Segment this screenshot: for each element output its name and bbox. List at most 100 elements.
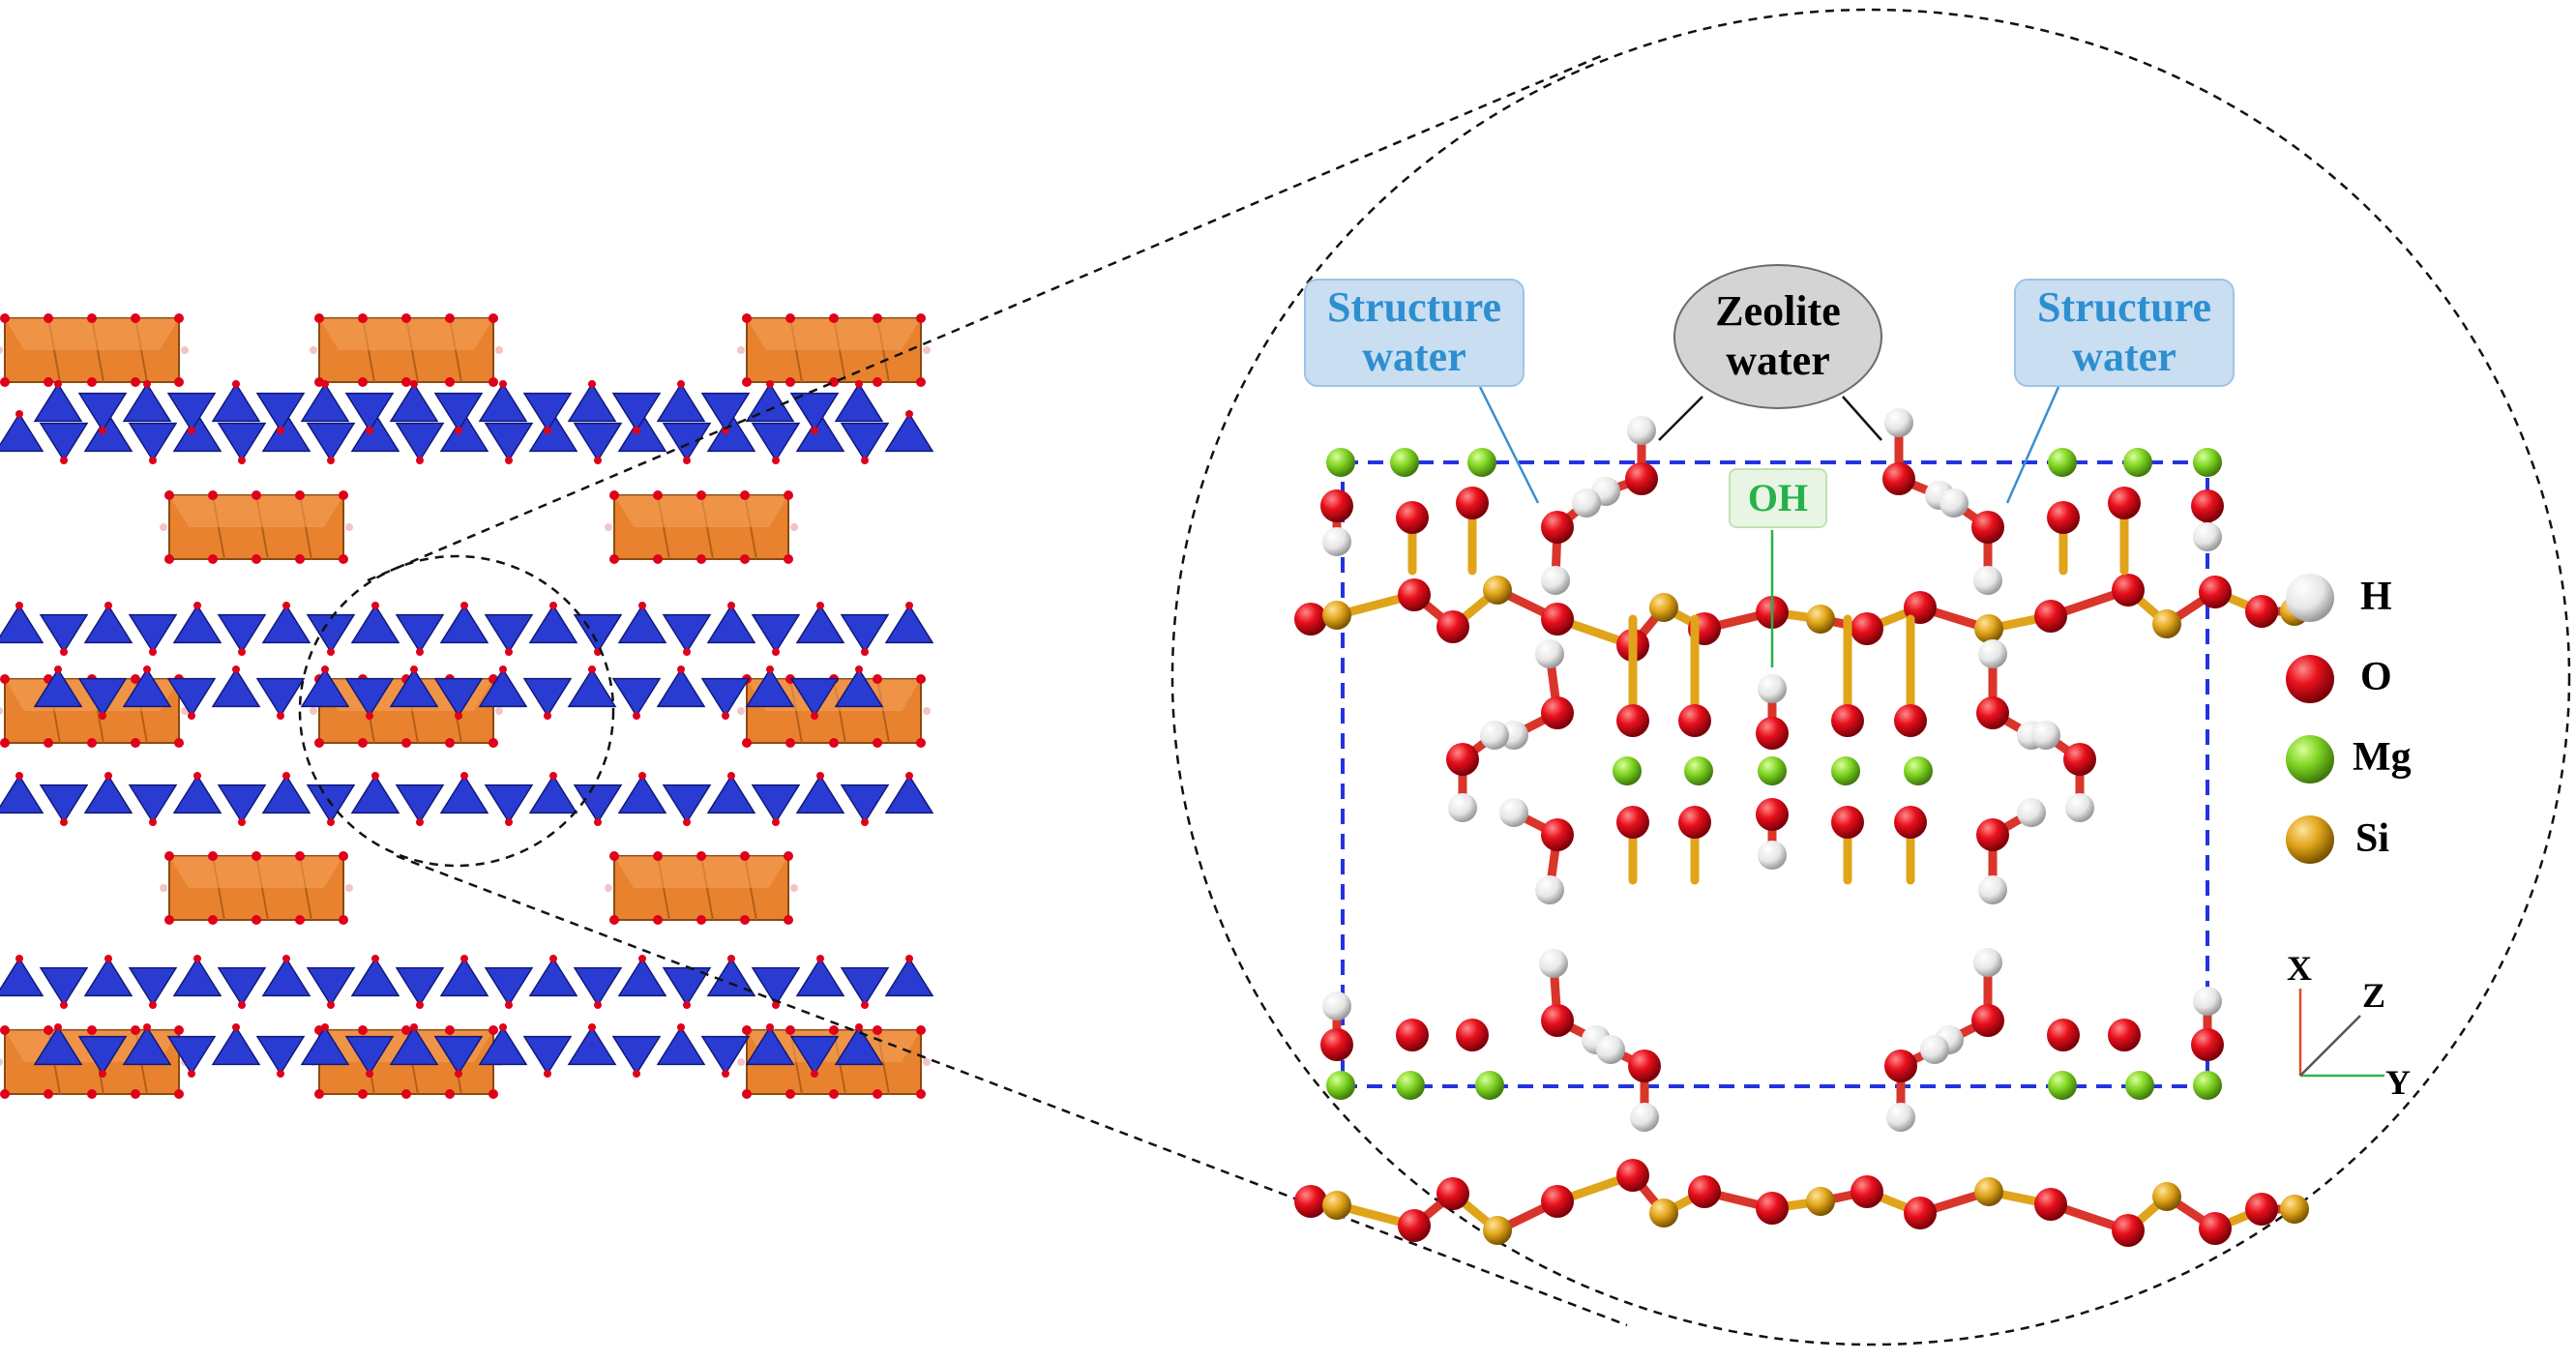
- oxygen-atom: [314, 738, 324, 748]
- hydrogen-atom: [1480, 721, 1509, 750]
- hydrogen-atom: [310, 707, 317, 715]
- oxygen-atom: [366, 427, 373, 434]
- oxygen-atom: [1541, 818, 1574, 851]
- oxygen-atom: [99, 1070, 106, 1078]
- oxygen-atom: [1971, 511, 2004, 544]
- legend-label-h: H: [2360, 575, 2392, 619]
- oxygen-atom: [208, 490, 218, 500]
- oxygen-atom: [339, 490, 348, 500]
- axis-triad: [2298, 989, 2384, 1078]
- oxygen-atom: [2108, 1019, 2141, 1051]
- oxygen-atom: [1456, 1019, 1489, 1051]
- tetrahedron: [261, 774, 311, 814]
- tetrahedron: [884, 412, 934, 453]
- oxygen-atom: [2199, 1212, 2232, 1245]
- oxygen-atom: [174, 738, 184, 748]
- tetrahedron: [795, 412, 845, 453]
- tetrahedron: [528, 604, 578, 644]
- hydrogen-atom: [790, 523, 798, 531]
- oxygen-atom: [104, 955, 112, 962]
- magnesium-atom: [1390, 448, 1419, 477]
- hydrogen-atom: [1973, 948, 2002, 977]
- oxygen-atom: [371, 955, 379, 962]
- oxygen-atom: [2191, 489, 2224, 522]
- oxygen-atom: [1456, 487, 1489, 519]
- axis-label-x: X: [2287, 949, 2312, 988]
- zeolite-water-callout: Zeolite water: [1673, 264, 1882, 409]
- tetrahedron: [166, 677, 217, 718]
- tetrahedron: [33, 667, 83, 708]
- tetrahedron: [83, 604, 133, 644]
- oxygen-atom: [87, 738, 97, 748]
- oxygen-atom: [829, 377, 839, 387]
- hydrogen-atom: [0, 1058, 3, 1066]
- oxygen-atom: [60, 648, 68, 656]
- oxygen-atom: [416, 1001, 424, 1009]
- tetrahedron: [617, 604, 667, 644]
- tetrahedron: [83, 774, 133, 814]
- oxygen-atom: [410, 1023, 418, 1031]
- oxygen-atom: [861, 818, 869, 826]
- oxygen-atom: [696, 490, 706, 500]
- tetrahedron: [211, 382, 261, 423]
- tetrahedron: [172, 604, 222, 644]
- oxygen-atom: [410, 666, 418, 673]
- magnesium-atom: [2048, 448, 2077, 477]
- oxygen-atom: [238, 1001, 246, 1009]
- oxygen-atom: [811, 427, 818, 434]
- oxygen-atom: [54, 380, 62, 388]
- oxygen-atom: [638, 602, 646, 609]
- hydrogen-atom: [737, 707, 745, 715]
- tetrahedron: [884, 604, 934, 644]
- structure-water-left-callout: Structure water: [1304, 279, 1525, 387]
- hydrogen-atom: [1758, 674, 1787, 703]
- magnesium-atom: [1613, 756, 1642, 785]
- hydrogen-atom: [1627, 416, 1656, 445]
- oxygen-atom: [740, 915, 750, 925]
- oh-callout: OH: [1729, 468, 1827, 528]
- oxygen-atom: [2199, 576, 2232, 608]
- oxygen-atom: [371, 602, 379, 609]
- tetrahedron: [39, 613, 89, 654]
- tetrahedron: [656, 382, 706, 423]
- tetrahedron: [33, 1025, 83, 1066]
- oxygen-atom: [2047, 1019, 2080, 1051]
- tetrahedron: [700, 1035, 751, 1076]
- tetrahedron: [389, 667, 439, 708]
- tetrahedron: [389, 1025, 439, 1066]
- zoom-guide-lower: [396, 854, 1628, 1327]
- oxygen-atom: [358, 1089, 368, 1099]
- oxygen-atom: [445, 377, 455, 387]
- tetrahedron: [573, 966, 623, 1007]
- oxygen-atom: [1756, 1192, 1789, 1225]
- oxygen-atom: [193, 955, 201, 962]
- tetrahedron: [522, 392, 573, 432]
- oxygen-atom: [766, 666, 774, 673]
- oxygen-atom: [2245, 595, 2278, 628]
- octahedra-highlight: [319, 318, 493, 350]
- tetrahedron: [39, 784, 89, 824]
- tetrahedron: [789, 677, 840, 718]
- tetrahedron: [0, 774, 44, 814]
- hydrogen-atom: [737, 346, 745, 354]
- oxygen-atom: [44, 738, 53, 748]
- oxygen-atom: [1446, 743, 1479, 776]
- oxygen-atom: [653, 915, 663, 925]
- oxygen-atom: [282, 772, 290, 780]
- oxygen-atom: [314, 1089, 324, 1099]
- tetrahedron: [306, 613, 356, 654]
- hydrogen-atom: [1630, 1103, 1659, 1132]
- hydrogen-atom: [1596, 1035, 1625, 1064]
- tetrahedron: [39, 422, 89, 462]
- oxygen-atom: [816, 772, 824, 780]
- oxygen-atom: [696, 554, 706, 564]
- magnesium-atom: [1758, 756, 1787, 785]
- oxygen-atom: [401, 738, 411, 748]
- tetrahedron: [834, 1025, 884, 1066]
- zoom-target-circle: [1170, 8, 2571, 1346]
- tetrahedron: [662, 784, 712, 824]
- oxygen-atom: [2245, 1193, 2278, 1226]
- hydrogen-atom: [2031, 721, 2060, 750]
- tetrahedron: [83, 412, 133, 453]
- oxygen-atom: [238, 457, 246, 464]
